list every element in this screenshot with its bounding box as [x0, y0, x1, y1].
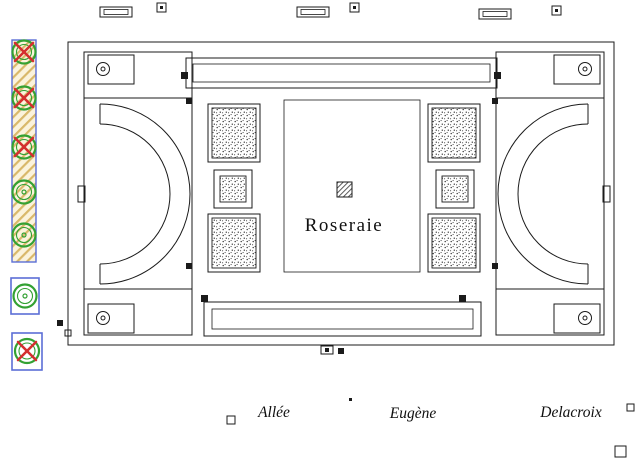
legend-hatch-strip	[11, 39, 37, 263]
flower-bed	[207, 213, 261, 273]
street-name: Allée Eugène Delacroix	[257, 404, 602, 422]
hemicycle-outer-arc	[497, 103, 589, 285]
planter-circle-icon	[578, 311, 592, 325]
hemicycle-outer-arc	[99, 103, 191, 285]
marker-icon	[226, 415, 236, 425]
bench-icon	[296, 6, 330, 18]
central-parterre: Roseraie	[283, 99, 421, 273]
edge-niche	[77, 185, 86, 203]
fountain-symbol	[336, 181, 353, 198]
marker-icon	[626, 403, 635, 412]
flower-bed-square	[435, 169, 475, 209]
hemicycle-inner-arc	[517, 123, 589, 265]
flower-bed	[427, 213, 481, 273]
tree-to-remove-icon[interactable]	[11, 85, 37, 111]
south-gate	[320, 345, 344, 355]
flower-beds-east	[427, 103, 481, 273]
post-icon	[492, 263, 498, 269]
west-gate-marks	[57, 320, 72, 337]
bench-icon	[99, 6, 133, 18]
post-icon	[459, 295, 466, 302]
legend-palette	[10, 39, 43, 371]
marker-icon	[349, 398, 352, 401]
street-markers	[226, 398, 635, 458]
corner-room	[553, 303, 601, 334]
street-word-allee: Allée	[257, 404, 290, 421]
edge-niche	[602, 185, 611, 203]
post-icon	[181, 72, 188, 79]
tree-in-planter-to-remove-icon[interactable]	[11, 332, 43, 371]
tree-existing-icon[interactable]	[11, 179, 37, 205]
roseraie-label: Roseraie	[305, 215, 383, 236]
post-icon	[186, 98, 192, 104]
post-icon	[494, 72, 501, 79]
lamp-icon	[551, 5, 562, 16]
lamp-icon	[349, 2, 360, 13]
north-pergola	[181, 57, 501, 89]
post-icon	[492, 98, 498, 104]
corner-room	[87, 54, 135, 85]
east-parterre	[495, 51, 611, 336]
planter-circle-icon	[96, 62, 110, 76]
south-basin	[201, 295, 482, 337]
boundary-posts	[186, 98, 498, 269]
west-parterre	[77, 51, 193, 336]
plan-outline	[67, 41, 615, 346]
flower-bed	[207, 103, 261, 163]
planter-circle-icon	[96, 311, 110, 325]
north-street-furniture	[99, 2, 562, 20]
post-icon	[201, 295, 208, 302]
tree-in-planter-icon[interactable]	[10, 277, 40, 315]
flower-bed-square	[213, 169, 253, 209]
tree-existing-icon[interactable]	[11, 222, 37, 248]
planter-circle-icon	[578, 62, 592, 76]
marker-icon	[614, 445, 627, 458]
lamp-icon	[156, 2, 167, 13]
flower-bed	[427, 103, 481, 163]
street-word-delacroix: Delacroix	[539, 404, 602, 421]
corner-room	[87, 303, 135, 334]
tree-to-remove-icon[interactable]	[11, 39, 37, 65]
hemicycle-inner-arc	[99, 123, 171, 265]
bench-icon	[478, 8, 512, 20]
flower-beds-west	[207, 103, 261, 273]
tree-to-remove-icon[interactable]	[11, 134, 37, 160]
post-icon	[186, 263, 192, 269]
street-word-eugene: Eugène	[389, 405, 437, 422]
corner-room	[553, 54, 601, 85]
